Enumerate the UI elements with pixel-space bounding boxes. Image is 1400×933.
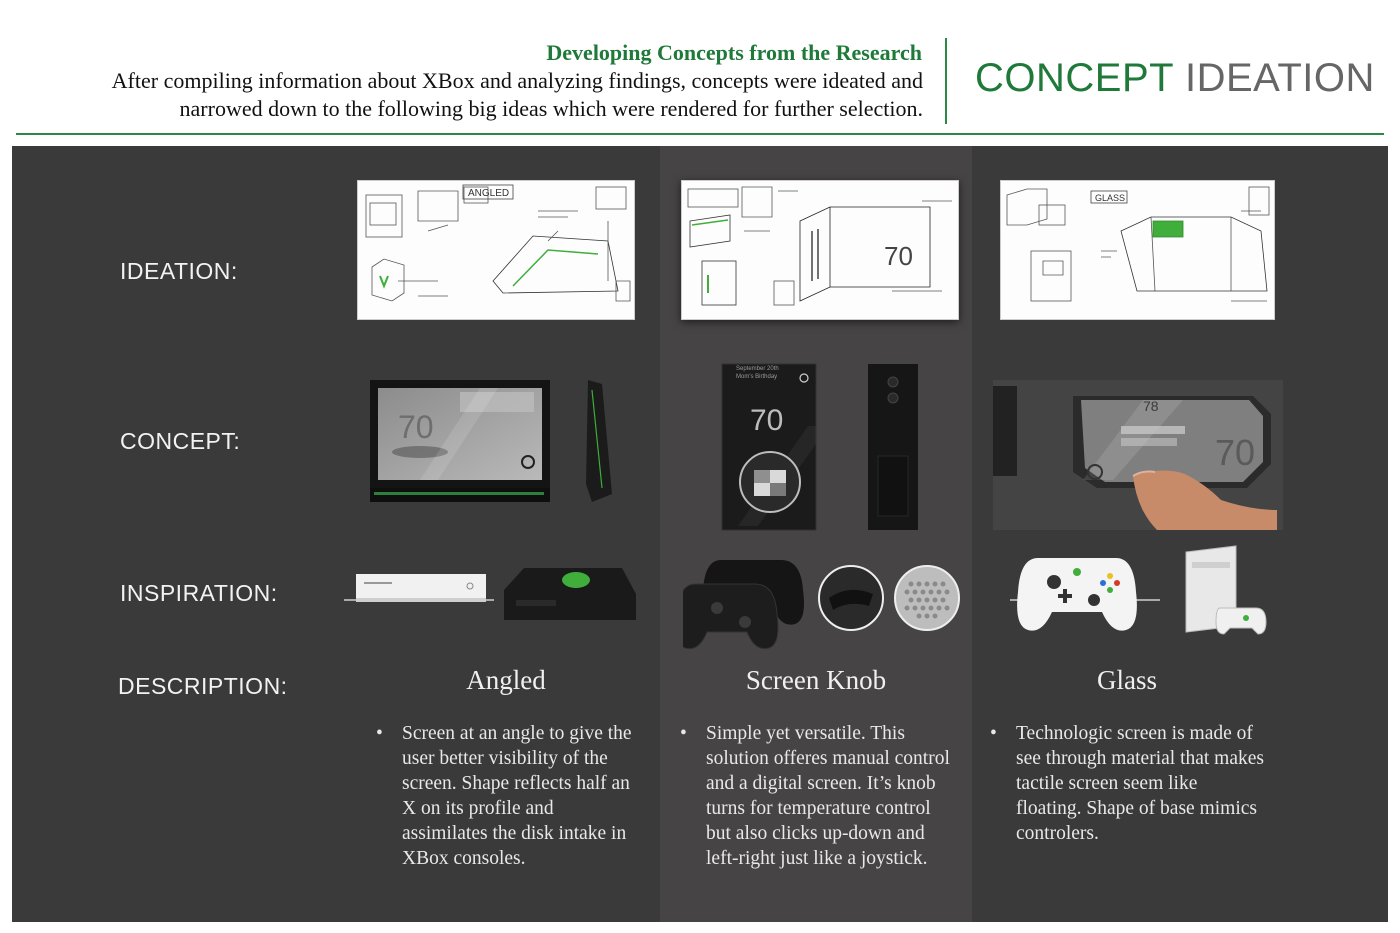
page-title-part1: CONCEPT (975, 56, 1174, 100)
header-description-line1: After compiling information about XBox a… (111, 68, 923, 93)
xbox-logo-icon (1087, 464, 1103, 480)
row-label-ideation: IDEATION: (120, 258, 238, 284)
console-icon (356, 574, 486, 602)
render-angled-temp: 70 (398, 409, 434, 445)
header-divider (945, 38, 947, 124)
sketch-angled-drawing: ANGLED (365, 184, 631, 302)
controller-icon (1215, 607, 1267, 635)
controller-icon (683, 583, 779, 650)
sketch-screen-knob: 70 (681, 180, 959, 320)
page-title: CONCEPT IDEATION (975, 56, 1375, 101)
concept-description-angled: Screen at an angle to give the user bett… (376, 721, 642, 871)
concept-description-screen-knob: Simple yet versatile. This solution offe… (680, 721, 950, 871)
row-label-description: DESCRIPTION: (118, 673, 288, 699)
inspiration-glass-drawing (1010, 545, 1267, 635)
row-label-inspiration: INSPIRATION: (120, 580, 278, 606)
sketch-glass-title: GLASS (1095, 193, 1125, 203)
sketch-screen-knob-temp: 70 (884, 241, 913, 271)
header-subtitle: Developing Concepts from the Research (546, 40, 922, 65)
xbox-logo-icon (799, 373, 809, 383)
console-icon (504, 568, 636, 620)
xbox-logo-icon (521, 455, 535, 469)
concept-description-glass: Technologic screen is made of see throug… (990, 721, 1266, 846)
sketch-glass: GLASS (1000, 180, 1275, 320)
render-glass-outdoor-temp: 78 (1143, 398, 1159, 414)
row-label-concept: CONCEPT: (120, 428, 241, 454)
sketch-angled-title: ANGLED (468, 188, 509, 199)
render-angled-drawing: 70 (370, 380, 612, 502)
render-glass-drawing (993, 380, 1283, 530)
render-screen-knob-temp: 70 (750, 404, 784, 437)
sketch-angled-title-box (462, 184, 514, 200)
sketch-glass-drawing: GLASS (1006, 186, 1270, 302)
render-screen-knob-event: Mom's Birthday (736, 374, 778, 380)
inspiration-screen-knob-drawing (683, 560, 960, 650)
sketch-glass-title-box (1090, 190, 1128, 204)
controller-icon (1017, 558, 1137, 631)
inspiration-angled (344, 560, 640, 630)
header-description-line2: narrowed down to the following big ideas… (179, 96, 923, 121)
finger-icon (1133, 470, 1277, 530)
sketch-angled: ANGLED (357, 180, 635, 320)
render-angled: 70 (360, 370, 645, 530)
concept-title-angled: Angled (466, 665, 546, 695)
page-title-part2: IDEATION (1184, 56, 1375, 100)
inspiration-glass (1010, 542, 1270, 642)
concept-title-glass: Glass (1097, 665, 1157, 695)
inspiration-angled-drawing (344, 568, 636, 620)
header-description: After compiling information about XBox a… (20, 67, 923, 123)
render-screen-knob: September 20th Mom's Birthday 70 (718, 360, 928, 532)
sketch-screen-knob-drawing: 70 (687, 186, 952, 306)
render-screen-knob-drawing (721, 363, 918, 531)
concept-title-screen-knob: Screen Knob (745, 665, 887, 695)
render-glass-temp: 70 (1215, 432, 1256, 473)
inspiration-screen-knob (683, 552, 963, 652)
render-glass: 78 70 (993, 380, 1283, 530)
render-screen-knob-date: September 20th (736, 366, 779, 372)
header-rule (16, 133, 1384, 135)
